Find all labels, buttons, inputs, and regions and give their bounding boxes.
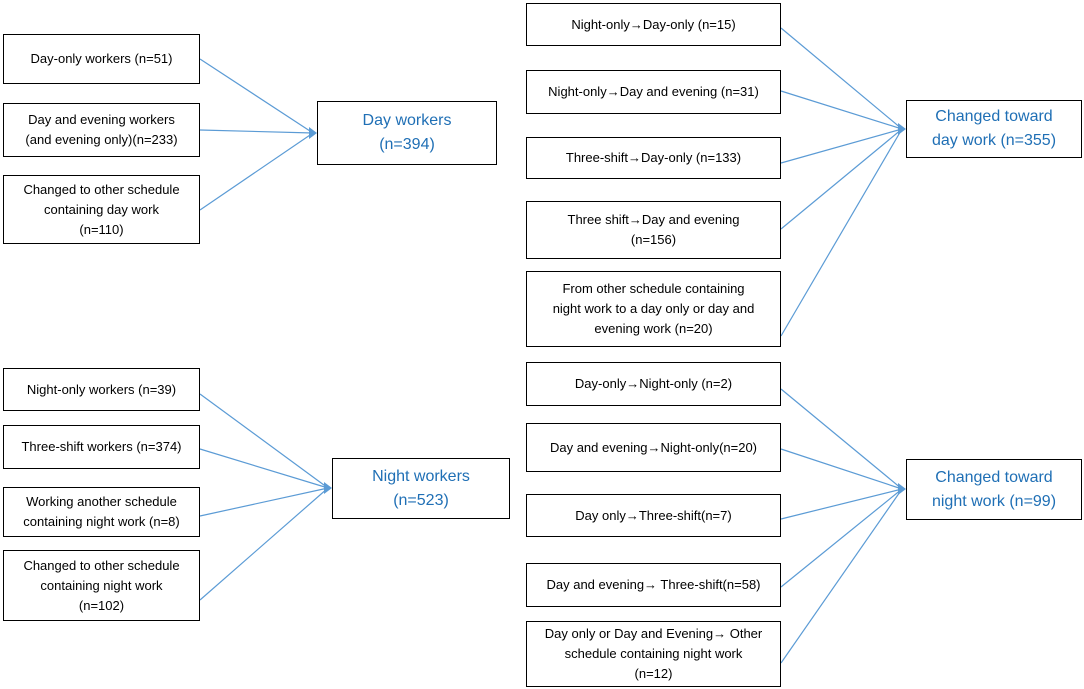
- source-label: Day only or Day and Evening→ Other sched…: [544, 626, 763, 681]
- source-box-changed-night: Changed to other schedule containing nig…: [3, 550, 200, 621]
- source-label: Changed to other schedule containing nig…: [23, 557, 180, 613]
- source-label: Working another schedule containing nigh…: [23, 494, 180, 529]
- target-box-changed-day: Changed toward day work (n=355): [906, 100, 1082, 158]
- source-label: Day and evening→Night-only(n=20): [549, 439, 758, 455]
- connector-line: [199, 58, 314, 134]
- connector-line: [199, 448, 329, 489]
- arrowhead: [324, 482, 332, 494]
- connector-line: [199, 129, 314, 134]
- source-label: Night-only workers (n=39): [26, 381, 177, 397]
- source-label: Day and evening workers (and evening onl…: [25, 112, 178, 147]
- source-box-other-to-day: From other schedule containing night wor…: [526, 271, 781, 347]
- source-label: Three-shift workers (n=374): [21, 439, 182, 454]
- connector-line: [780, 488, 903, 588]
- source-box-day-evening: Day and evening workers (and evening onl…: [3, 103, 200, 157]
- target-label: Changed toward day work (n=355): [931, 108, 1057, 149]
- source-label: Day-only→Night-only (n=2): [574, 376, 733, 391]
- source-box-another-night: Working another schedule containing nigh…: [3, 487, 200, 537]
- connector-line: [780, 128, 903, 230]
- source-box-three-to-day-evening: Three shift→Day and evening (n=156): [526, 201, 781, 259]
- source-label: Night-only→Day and evening (n=31): [548, 84, 759, 99]
- connector-line: [780, 90, 903, 130]
- connector-line: [780, 448, 903, 490]
- connector-line: [780, 488, 903, 664]
- source-label: Day-only workers (n=51): [30, 51, 173, 66]
- source-label: Changed to other schedule containing day…: [23, 181, 180, 237]
- source-box-day-only: Day-only workers (n=51): [3, 34, 200, 84]
- source-box-night-only: Night-only workers (n=39): [3, 368, 200, 411]
- source-box-day-evening-to-night: Day and evening→Night-only(n=20): [526, 423, 781, 472]
- source-box-day-to-night: Day-only→Night-only (n=2): [526, 362, 781, 406]
- source-box-night-to-day-evening: Night-only→Day and evening (n=31): [526, 70, 781, 114]
- target-box-changed-night: Changed toward night work (n=99): [906, 459, 1082, 520]
- target-box-night-workers: Night workers (n=523): [332, 458, 510, 519]
- connector-line: [199, 393, 329, 489]
- connector-line: [780, 388, 903, 490]
- source-label: Day and evening→ Three-shift(n=58): [546, 577, 761, 592]
- connector-line: [780, 128, 903, 164]
- source-box-changed-day: Changed to other schedule containing day…: [3, 175, 200, 244]
- source-box-day-to-other-night: Day only or Day and Evening→ Other sched…: [526, 621, 781, 687]
- arrowhead: [309, 127, 317, 139]
- target-label: Changed toward night work (n=99): [931, 468, 1057, 510]
- source-label: Three shift→Day and evening (n=156): [567, 212, 740, 247]
- source-box-night-to-day: Night-only→Day-only (n=15): [526, 3, 781, 46]
- connector-line: [199, 132, 314, 211]
- target-label: Day workers (n=394): [362, 112, 452, 153]
- target-label: Night workers (n=523): [372, 467, 470, 509]
- source-label: Three-shift→Day-only (n=133): [565, 150, 742, 165]
- connector-line: [780, 27, 903, 130]
- connector-line: [780, 128, 903, 337]
- source-box-three-shift: Three-shift workers (n=374): [3, 425, 200, 469]
- arrowhead: [898, 123, 906, 135]
- source-label: Day only→Three-shift(n=7): [575, 507, 732, 523]
- connector-line: [199, 487, 329, 601]
- source-box-day-evening-to-three: Day and evening→ Three-shift(n=58): [526, 563, 781, 607]
- connector-line: [199, 487, 329, 517]
- target-box-day-workers: Day workers (n=394): [317, 101, 497, 165]
- arrowhead: [898, 483, 906, 495]
- source-box-three-to-day: Three-shift→Day-only (n=133): [526, 137, 781, 179]
- source-box-day-to-three: Day only→Three-shift(n=7): [526, 494, 781, 537]
- connector-line: [780, 488, 903, 520]
- source-label: Night-only→Day-only (n=15): [571, 16, 736, 32]
- source-label: From other schedule containing night wor…: [552, 281, 755, 336]
